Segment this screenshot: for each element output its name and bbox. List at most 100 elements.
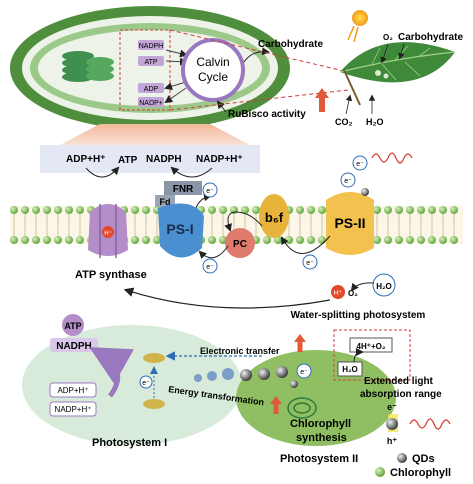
legend-chlorophyll-icon [375,467,385,477]
fnr-label: FNR [173,184,194,195]
qd-chain [194,366,288,382]
photosystem1-label: Photosystem I [92,437,167,449]
atp-synthase-h-label: H⁺ [104,230,112,237]
water-reaction-label: 4H⁺+O₂ [357,342,386,351]
lower-e-label-3: e⁻ [387,402,397,412]
atp-synthase: H⁺ [88,204,128,258]
lipid-head [450,236,458,244]
lipid-head [142,206,150,214]
pc-label: PC [233,239,247,250]
water-splitting-label: Water-splitting photosystem [291,310,426,321]
leaf-co2-label: CO₂ [335,117,353,127]
rubisco-label: RuBisco activity [228,109,306,120]
carbohydrate-label: Carbohydrate [258,39,323,50]
ps1-label: PS-I [166,221,193,237]
lipid-head [395,206,403,214]
pc-complex [225,228,255,258]
band-adp-label: ADP+H⁺ [66,154,105,165]
leaf-h2o-label: H₂O [366,117,384,127]
lipid-head [252,206,260,214]
ps2-label: PS-II [334,215,365,231]
photosystem2-label: Photosystem II [280,453,358,465]
light-wave-icon [371,152,413,164]
lipid-head [417,206,425,214]
qd-dot [361,188,369,196]
lipid-head [142,236,150,244]
lipid-head [21,206,29,214]
leaf [339,10,456,106]
chlorophyll-synthesis-1: Chlorophyll [290,418,351,430]
legend-chlorophyll-label: Chlorophyll [390,467,451,479]
lipid-head [417,236,425,244]
electron-markers: e⁻ e⁻ e⁻ e⁻ e⁻ [202,155,368,274]
ws-h2o-label: H₂O [376,282,392,291]
lipid-head [131,206,139,214]
nadph-label-top: NADPH [139,43,164,50]
lipid-head [43,236,51,244]
sun-icon [352,10,368,26]
lipid-head [274,236,282,244]
lipid-head [65,206,73,214]
lipid-head [65,236,73,244]
atp-label-top: ATP [144,59,157,66]
calvin-cycle: Calvin Cycle [181,38,245,102]
band-nadp-label: NADP+H⁺ [196,154,243,165]
lipid-head [428,206,436,214]
lipid-head [439,206,447,214]
b6f-complex [259,194,289,238]
lipid-head [10,236,18,244]
lipid-head [219,206,227,214]
legend-qd-icon [397,453,407,463]
lower-h2o-label: H₂O [342,365,358,374]
stroma-band [40,145,260,173]
e-label-5: e⁻ [344,178,352,185]
lipid-head [307,206,315,214]
lipid-head [241,206,249,214]
lipid-head [131,236,139,244]
lower-nadph-label: NADPH [56,341,92,352]
lipid-head [296,236,304,244]
lower-light-wave-icon [409,418,451,430]
lipid-head [153,236,161,244]
lipid-head [54,206,62,214]
ws-o2-label: O₂ [348,289,358,298]
lipid-head [384,236,392,244]
legend-qds-label: QDs [412,453,435,465]
lipid-head [32,236,40,244]
e-label-2: e⁻ [206,264,214,271]
lipid-head [76,206,84,214]
e-label-1: e⁻ [206,188,214,195]
lipid-head [373,236,381,244]
chlorophyll-synthesis-2: synthesis [296,432,347,444]
lipid-head [219,236,227,244]
lipid-head [307,236,315,244]
lower-atp-label: ATP [64,321,81,331]
ps1-complex [158,203,204,258]
lipid-head [208,206,216,214]
lipid-head [406,206,414,214]
extended-light-2: absorption range [360,389,442,400]
leaf-carbohydrate-label: Carbohydrate [398,32,463,43]
lipid-head [76,236,84,244]
lipid-head [428,236,436,244]
e-label-4: e⁻ [356,161,364,168]
lipid-head [373,206,381,214]
lipid-head [285,236,293,244]
e-label-3: e⁻ [306,260,314,267]
lipid-head [450,206,458,214]
extended-light-1: Extended light [364,376,434,387]
lower-qd [386,418,398,430]
fnr-box [164,181,202,195]
lipid-head [318,206,326,214]
electronic-transfer-label: Electronic transfer [200,346,280,356]
band-nadph-label: NADPH [146,154,182,165]
lipid-head [21,236,29,244]
leaf-o2-label: O₂ [383,33,393,42]
lipid-head [439,236,447,244]
lipid-head [263,236,271,244]
lipid-head [384,206,392,214]
lower-e-label-1: e⁻ [142,380,150,387]
chloroplast: NADPH ATP ADP NADP+ Calvin Cycle [10,6,290,130]
